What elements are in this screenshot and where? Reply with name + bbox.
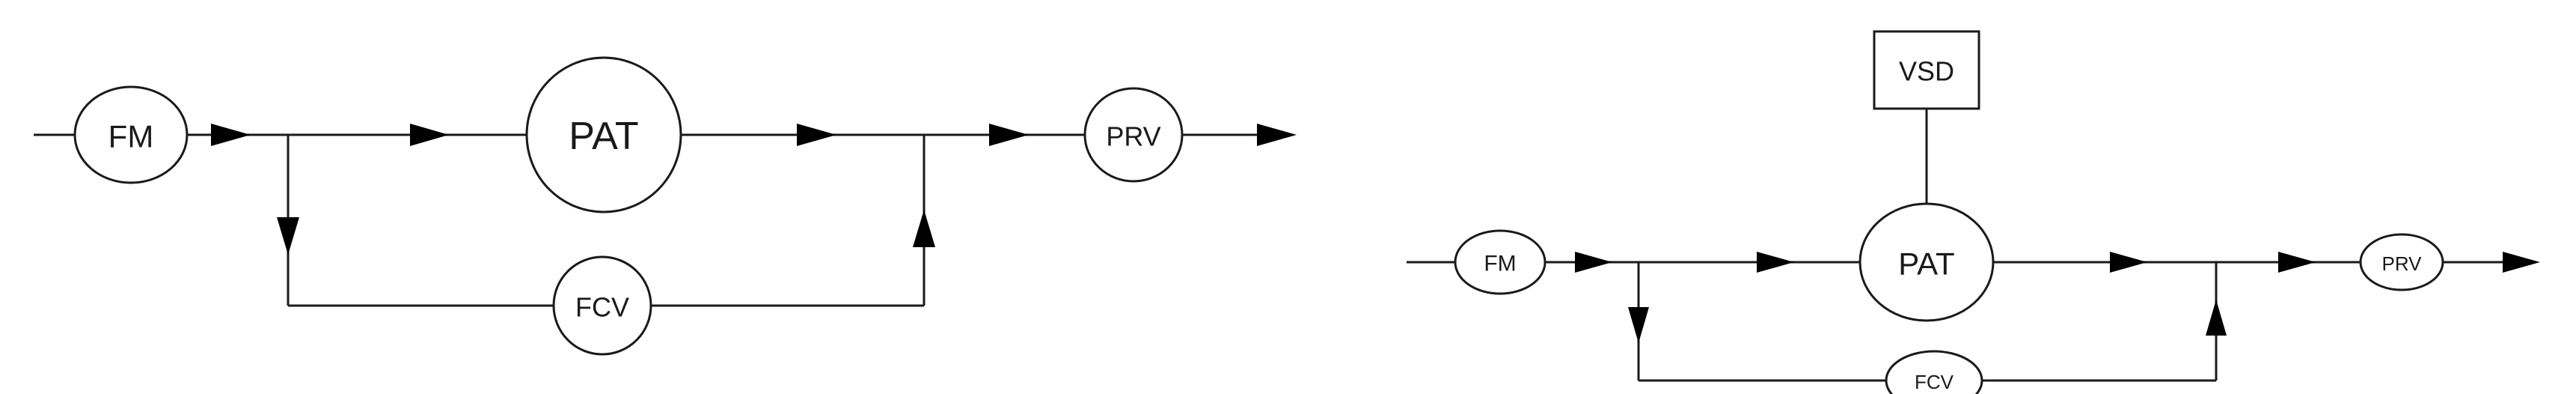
left-prv-label: PRV (1106, 121, 1160, 152)
right-fcv-label: FCV (1915, 371, 1954, 393)
right-flow-control-valve: FCV (1885, 350, 1983, 394)
right-diagram: VSD FM PAT PRV FCV (1407, 30, 2540, 394)
left-flow-arrow-outlet (1257, 124, 1297, 146)
left-bypass-arrow-down (277, 217, 299, 255)
left-flow-arrow-before-prv (989, 124, 1029, 146)
right-bypass-arrow-up (2206, 300, 2227, 336)
right-flow-arrow-before-prv (2278, 252, 2316, 273)
left-flow-arrow-before-pat (410, 124, 449, 146)
right-turbine-label: PAT (1898, 246, 1954, 282)
right-arrows (1575, 252, 2540, 343)
left-diagram: FM PAT PRV FCV (34, 56, 1297, 356)
right-variable-speed-drive: VSD (1873, 30, 1980, 110)
right-pressure-reducing-valve: PRV (2359, 233, 2444, 291)
left-flow-meter: FM (73, 85, 189, 184)
right-flow-meter: FM (1454, 229, 1546, 295)
left-flow-arrow-after-fm (211, 124, 251, 146)
right-bypass-arrow-down (1628, 307, 1649, 343)
right-vsd-label: VSD (1899, 56, 1954, 87)
right-prv-label: PRV (2382, 252, 2423, 275)
right-flow-meter-label: FM (1484, 252, 1516, 276)
left-bypass-arrow-up (913, 210, 935, 247)
left-fcv-label: FCV (575, 292, 629, 323)
left-flow-meter-label: FM (108, 119, 154, 154)
left-pressure-reducing-valve: PRV (1083, 87, 1184, 183)
left-turbine: PAT (525, 56, 682, 213)
right-flow-arrow-after-fm (1575, 252, 1612, 273)
right-flow-arrow-outlet (2503, 252, 2540, 273)
left-flow-control-valve: FCV (552, 255, 652, 356)
left-flow-arrow-after-pat (797, 124, 836, 146)
right-turbine: PAT (1858, 202, 1995, 322)
left-turbine-label: PAT (569, 115, 638, 158)
left-arrows (211, 124, 1297, 255)
right-flow-arrow-before-pat (1757, 252, 1794, 273)
right-flow-arrow-after-pat (2110, 252, 2147, 273)
